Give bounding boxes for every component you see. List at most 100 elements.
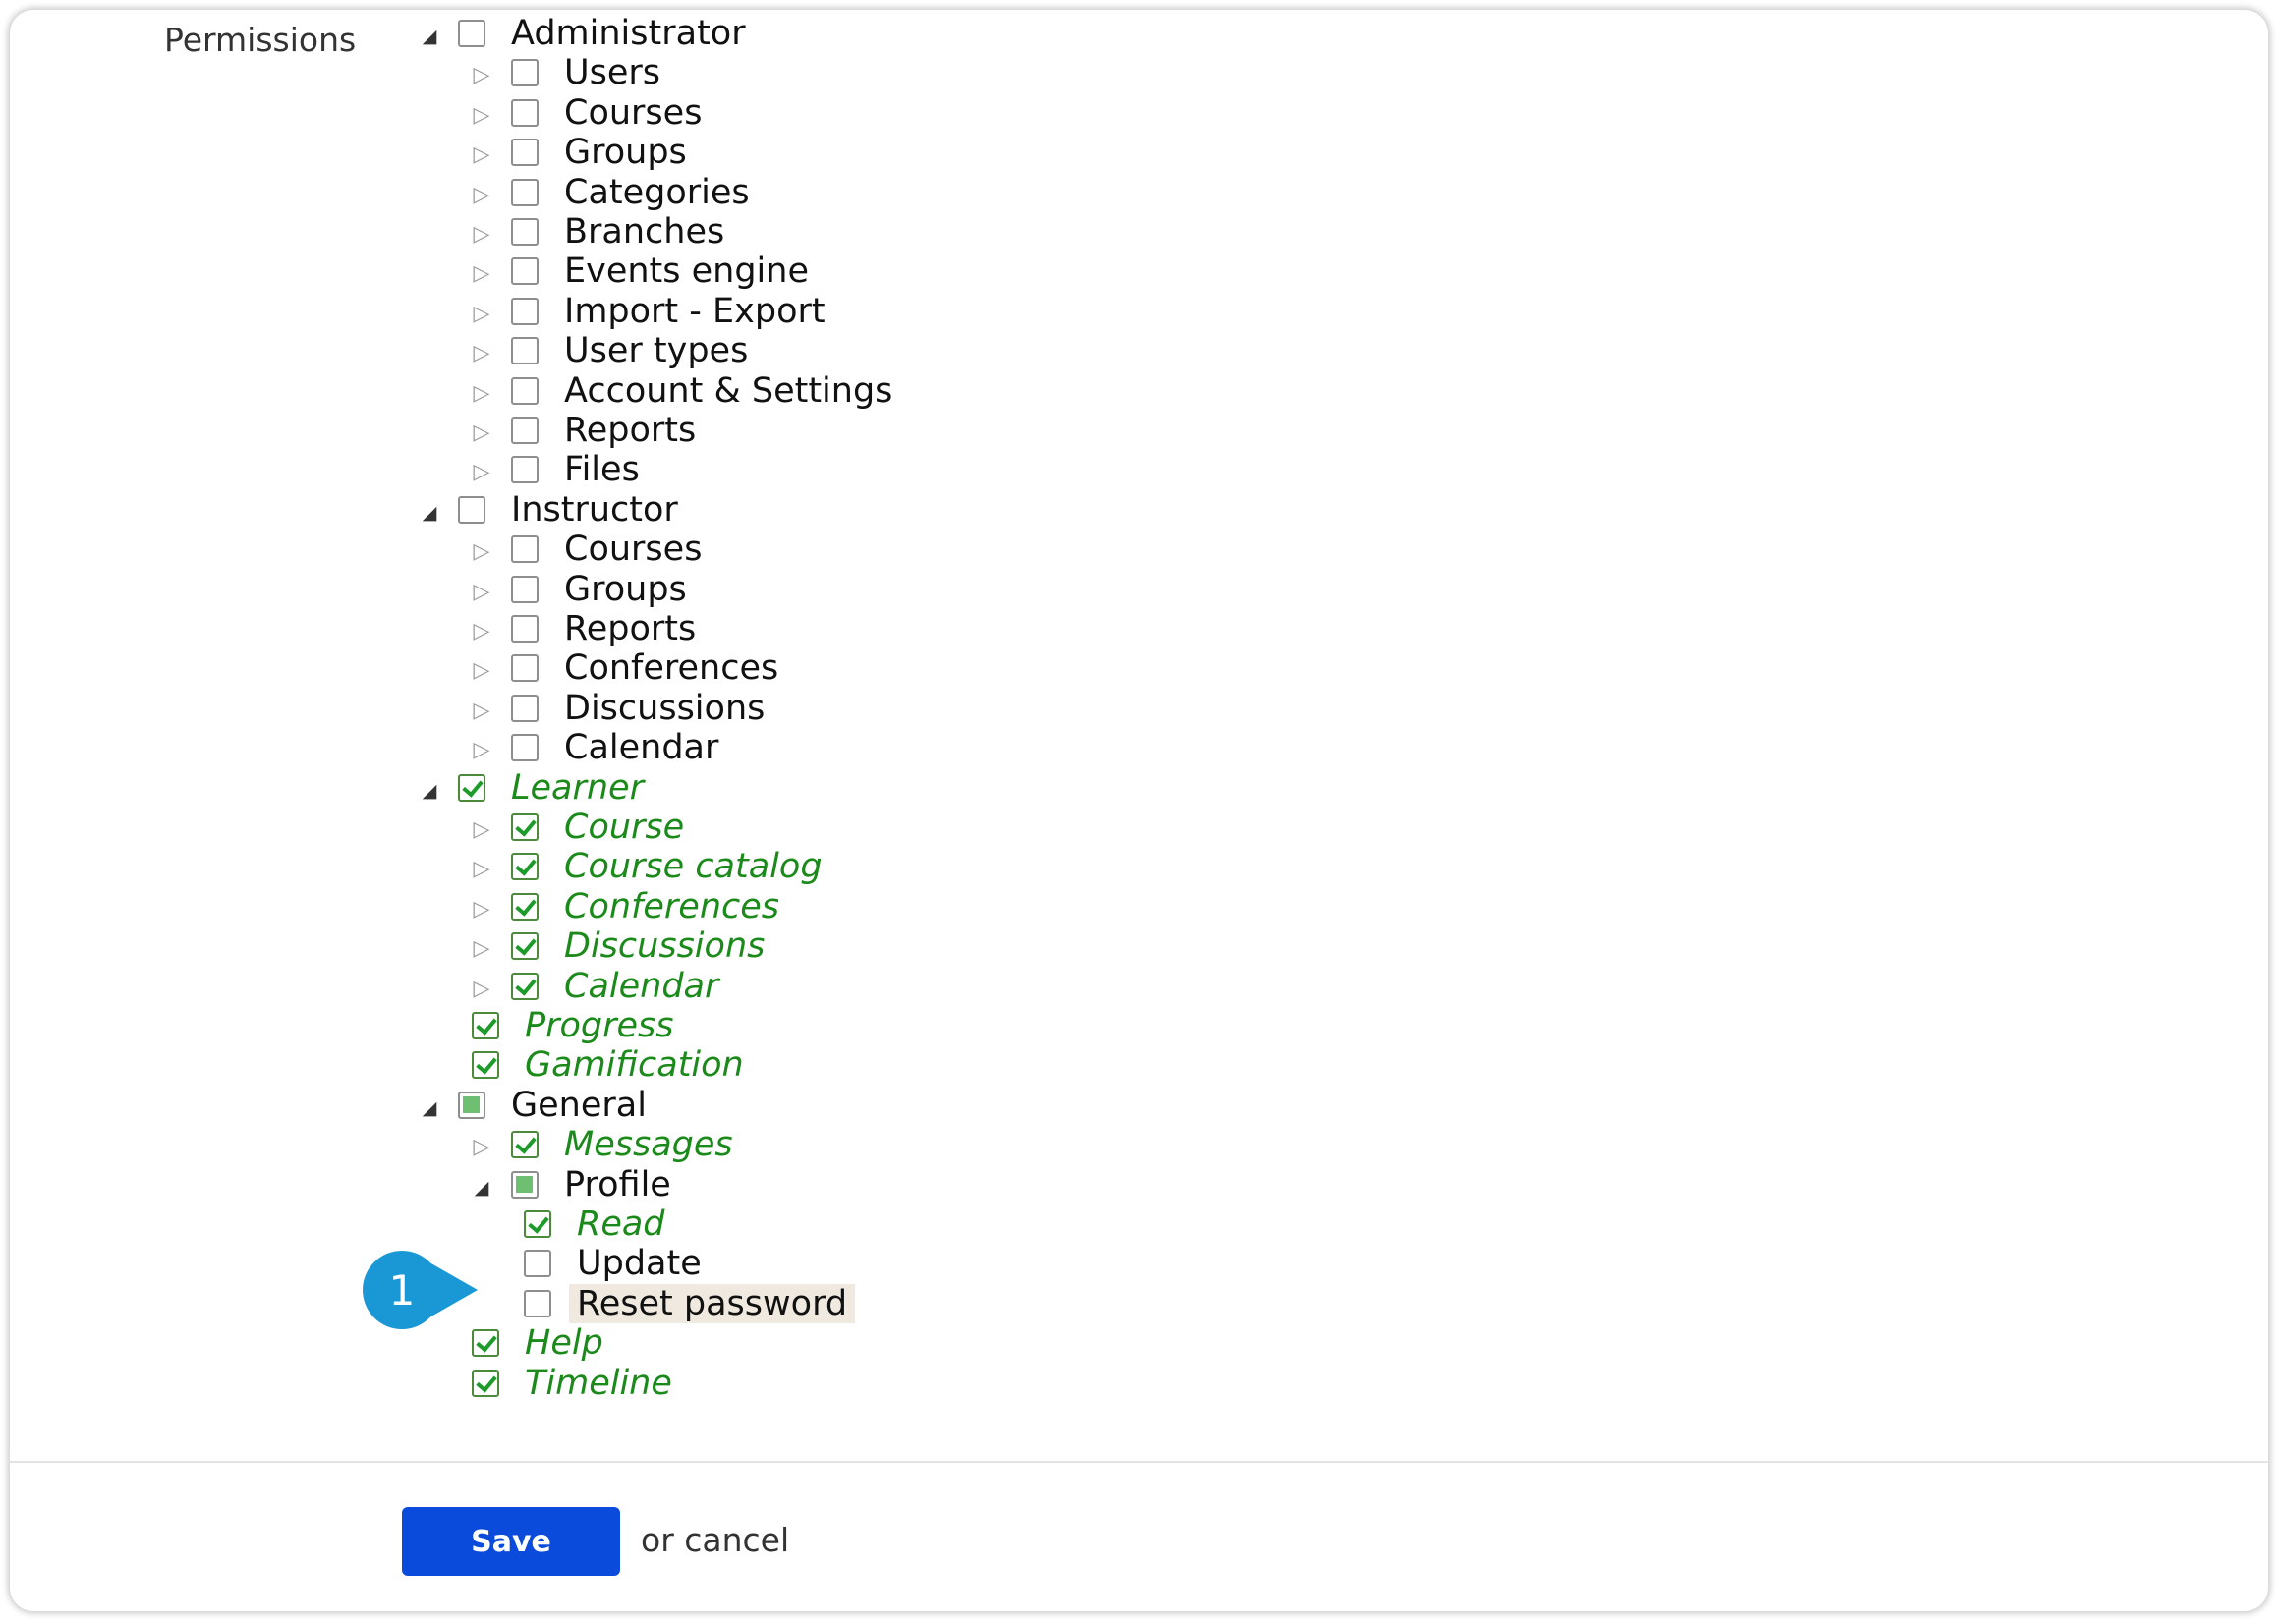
permission-checkbox[interactable] [458, 495, 485, 524]
expand-triangle-icon[interactable]: ▷ [473, 896, 490, 922]
expand-triangle-icon[interactable]: ▷ [473, 63, 490, 88]
permission-checkbox[interactable] [511, 654, 539, 683]
permission-label[interactable]: Calendar [564, 966, 719, 1006]
permission-label[interactable]: Branches [564, 212, 725, 252]
expand-triangle-icon[interactable]: ▷ [473, 698, 490, 723]
permission-label[interactable]: Update [577, 1244, 702, 1284]
permission-checkbox[interactable] [511, 417, 539, 444]
permission-checkbox[interactable] [511, 535, 539, 564]
permission-label[interactable]: Course [564, 808, 685, 847]
permission-label[interactable]: User types [564, 331, 749, 371]
permission-label[interactable]: Reports [564, 609, 697, 648]
permission-label[interactable]: Reports [564, 411, 697, 450]
permission-label[interactable]: Progress [525, 1006, 674, 1045]
collapse-triangle-icon[interactable]: ◢ [422, 26, 437, 47]
expand-triangle-icon[interactable]: ▷ [473, 738, 490, 763]
permission-label[interactable]: Courses [564, 92, 703, 133]
permission-checkbox[interactable] [511, 694, 539, 722]
permission-checkbox[interactable] [524, 1289, 551, 1317]
permission-checkbox[interactable] [472, 1012, 499, 1039]
permission-checkbox[interactable] [511, 1131, 539, 1159]
permission-label[interactable]: Calendar [564, 728, 719, 768]
permission-label[interactable]: Users [564, 53, 661, 93]
permission-checkbox[interactable] [472, 1051, 499, 1080]
cancel-link[interactable]: or cancel [641, 1521, 790, 1559]
permission-checkbox[interactable] [511, 178, 539, 206]
permission-label[interactable]: Conferences [564, 648, 779, 689]
permission-checkbox[interactable] [511, 615, 539, 643]
permission-label[interactable]: Learner [511, 767, 644, 808]
expand-triangle-icon[interactable]: ▷ [473, 182, 490, 207]
permission-label[interactable]: General [511, 1085, 647, 1125]
permission-label[interactable]: Import - Export [564, 291, 826, 331]
permission-checkbox[interactable] [511, 972, 539, 1000]
permission-label[interactable]: Categories [564, 172, 750, 212]
expand-triangle-icon[interactable]: ▷ [473, 936, 490, 962]
expand-triangle-icon[interactable]: ▷ [473, 658, 490, 684]
collapse-triangle-icon[interactable]: ◢ [474, 1176, 489, 1199]
expand-triangle-icon[interactable]: ▷ [473, 341, 490, 366]
collapse-triangle-icon[interactable]: ◢ [422, 501, 437, 524]
expand-triangle-icon[interactable]: ▷ [473, 261, 490, 287]
permission-checkbox[interactable] [458, 20, 485, 47]
expand-triangle-icon[interactable]: ▷ [473, 976, 490, 1001]
permission-checkbox[interactable] [472, 1369, 499, 1397]
permission-label[interactable]: Profile [564, 1164, 671, 1204]
permission-checkbox[interactable] [511, 139, 539, 167]
permission-checkbox[interactable] [472, 1329, 499, 1358]
permission-label[interactable]: Events engine [564, 252, 809, 292]
permission-checkbox[interactable] [511, 218, 539, 246]
permission-checkbox[interactable] [524, 1210, 551, 1238]
permission-label[interactable]: Read [577, 1204, 665, 1244]
permission-checkbox[interactable] [511, 932, 539, 961]
permission-checkbox[interactable] [511, 376, 539, 405]
expand-triangle-icon[interactable]: ▷ [473, 579, 490, 604]
expand-triangle-icon[interactable]: ▷ [473, 460, 490, 485]
expand-triangle-icon[interactable]: ▷ [473, 380, 490, 406]
expand-triangle-icon[interactable]: ▷ [473, 817, 490, 842]
permission-checkbox[interactable] [511, 59, 539, 87]
permission-checkbox[interactable] [524, 1250, 551, 1278]
permission-label[interactable]: Gamification [525, 1045, 744, 1086]
permission-checkbox[interactable] [511, 337, 539, 365]
expand-triangle-icon[interactable]: ▷ [473, 102, 490, 128]
permission-checkbox[interactable] [511, 297, 539, 325]
expand-triangle-icon[interactable]: ▷ [473, 222, 490, 247]
expand-triangle-icon[interactable]: ▷ [473, 539, 490, 565]
permission-label[interactable]: Messages [564, 1125, 733, 1165]
save-button[interactable]: Save [402, 1507, 620, 1576]
permission-checkbox[interactable] [458, 773, 485, 802]
permission-checkbox[interactable] [511, 734, 539, 762]
expand-triangle-icon[interactable]: ▷ [473, 420, 490, 445]
permission-checkbox[interactable] [511, 813, 539, 841]
permission-label[interactable]: Discussions [564, 688, 766, 728]
permission-checkbox[interactable] [511, 456, 539, 484]
permission-label[interactable]: Groups [564, 133, 687, 173]
permission-label[interactable]: Timeline [525, 1363, 672, 1403]
collapse-triangle-icon[interactable]: ◢ [422, 1096, 437, 1119]
permission-label[interactable]: Discussions [564, 926, 766, 967]
permission-checkbox[interactable] [511, 1170, 539, 1199]
permission-checkbox[interactable] [458, 1091, 485, 1119]
permission-label[interactable]: Files [564, 450, 640, 490]
collapse-triangle-icon[interactable]: ◢ [422, 779, 437, 802]
permission-label[interactable]: Groups [564, 569, 687, 609]
expand-triangle-icon[interactable]: ▷ [473, 301, 490, 326]
permission-label[interactable]: Courses [564, 530, 703, 570]
permission-label[interactable]: Instructor [511, 489, 678, 530]
expand-triangle-icon[interactable]: ▷ [473, 619, 490, 644]
permission-checkbox[interactable] [511, 853, 539, 881]
expand-triangle-icon[interactable]: ▷ [473, 1135, 490, 1160]
permission-label[interactable]: Account & Settings [564, 370, 893, 411]
permission-checkbox[interactable] [511, 892, 539, 921]
permission-label[interactable]: Help [525, 1323, 603, 1364]
permission-checkbox[interactable] [511, 575, 539, 603]
permission-label[interactable]: Administrator [511, 14, 746, 53]
permission-label[interactable]: Course catalog [564, 847, 823, 887]
permission-checkbox[interactable] [511, 257, 539, 286]
expand-triangle-icon[interactable]: ▷ [473, 142, 490, 168]
permission-label[interactable]: Conferences [564, 886, 780, 926]
permission-checkbox[interactable] [511, 98, 539, 127]
expand-triangle-icon[interactable]: ▷ [473, 857, 490, 882]
permission-label[interactable]: Reset password [569, 1283, 856, 1323]
